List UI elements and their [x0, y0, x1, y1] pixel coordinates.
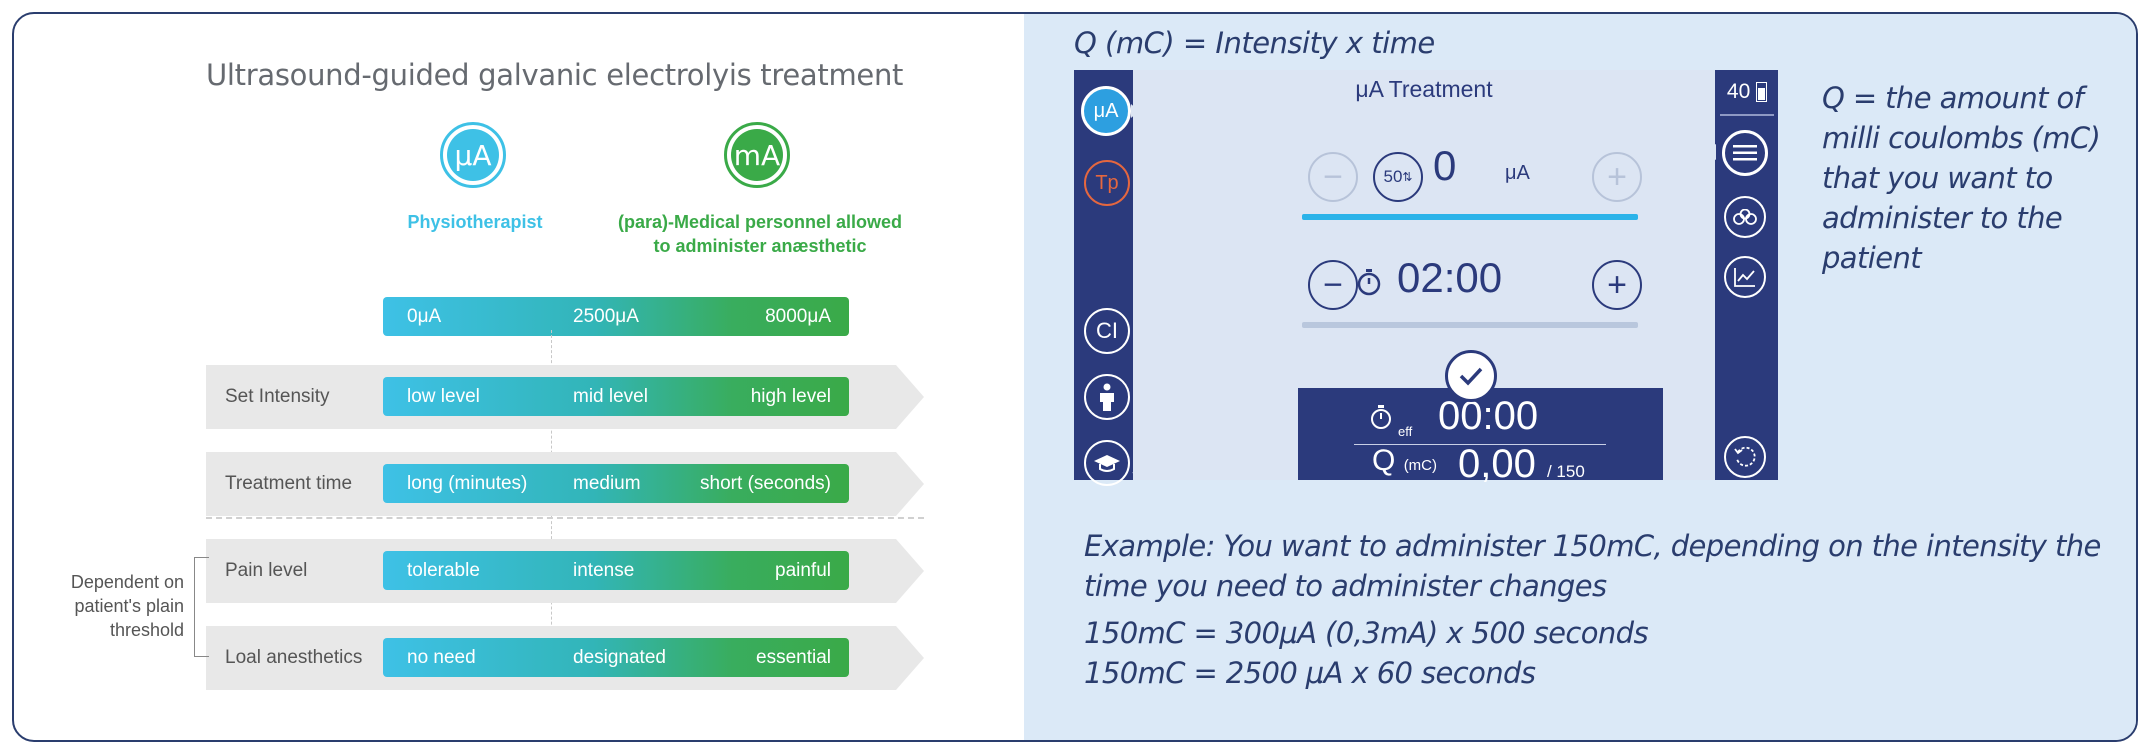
effective-timer-icon: [1368, 402, 1394, 437]
stopwatch-icon: [1355, 266, 1383, 303]
separator: [1354, 444, 1606, 445]
timer-minus-button[interactable]: −: [1308, 260, 1358, 310]
section-divider: [206, 517, 924, 519]
device-screen: μA Tp CI ⌄ μA Treatment − 50⇅ 0 μA + − 0…: [1074, 70, 1778, 486]
intensity-unit: μA: [1505, 162, 1530, 184]
row-label: Pain level: [225, 560, 308, 581]
timer-plus-button[interactable]: +: [1592, 260, 1642, 310]
tp-mode-button[interactable]: Tp: [1084, 160, 1130, 206]
body-icon[interactable]: [1084, 374, 1130, 420]
graduation-cap-icon[interactable]: [1084, 440, 1130, 486]
step-button[interactable]: 50⇅: [1373, 152, 1423, 202]
timer-progress: [1302, 322, 1638, 328]
battery-divider: [1720, 114, 1774, 116]
cells-icon[interactable]: [1724, 196, 1766, 238]
milliampere-icon: mA: [724, 122, 790, 188]
microampere-icon: μA: [440, 122, 506, 188]
treatment-title: Ultrasound-guided galvanic electrolyis t…: [206, 58, 904, 92]
row-label: Loal anesthetics: [225, 647, 363, 668]
menu-icon[interactable]: [1722, 130, 1768, 176]
ci-button[interactable]: CI: [1084, 308, 1130, 354]
bracket: [194, 557, 209, 657]
eff-label: eff: [1398, 424, 1413, 439]
device-display: μA Treatment − 50⇅ 0 μA + − 02:00 + eff …: [1133, 70, 1715, 486]
device-title: μA Treatment: [1355, 76, 1493, 102]
intensity-minus-button[interactable]: −: [1308, 152, 1358, 202]
charge-label: Q (mC): [1372, 444, 1438, 477]
session-summary: eff 00:00 Q (mC) 0,00 / 150: [1298, 388, 1663, 486]
physiotherapist-label: Physiotherapist: [407, 212, 543, 232]
formula: Q (mC) = Intensity x time: [1074, 26, 1435, 60]
example-text: Example: You want to administer 150mC, d…: [1084, 529, 2101, 603]
effective-time: 00:00: [1438, 394, 1539, 438]
battery-indicator: 40: [1716, 80, 1778, 104]
q-description: Q = the amount of milli coulombs (mC) th…: [1822, 81, 2101, 275]
intensity-value: 0: [1433, 142, 1457, 189]
intensity-plus-button[interactable]: +: [1592, 152, 1642, 202]
reset-icon[interactable]: [1724, 436, 1766, 478]
intensity-progress: [1302, 214, 1638, 220]
timer-value: 02:00: [1397, 254, 1503, 301]
confirm-check-button[interactable]: [1445, 350, 1497, 402]
chart-icon[interactable]: [1724, 256, 1766, 298]
microampere-mode-button[interactable]: μA: [1081, 86, 1131, 136]
medical-personnel-label: (para)-Medical personnel allowed to admi…: [617, 212, 903, 256]
equation: 150mC = 300μA (0,3mA) x 500 seconds: [1084, 616, 1649, 650]
row-label: Set Intensity: [225, 386, 330, 407]
charge-value: 0,00 / 150: [1458, 442, 1585, 486]
equation: 150mC = 2500 μA x 60 seconds: [1084, 656, 1536, 690]
row-label: Treatment time: [225, 473, 353, 494]
menu-pointer-icon: [1702, 144, 1716, 165]
dependent-note: Dependent on patient's plain threshold: [70, 572, 184, 640]
